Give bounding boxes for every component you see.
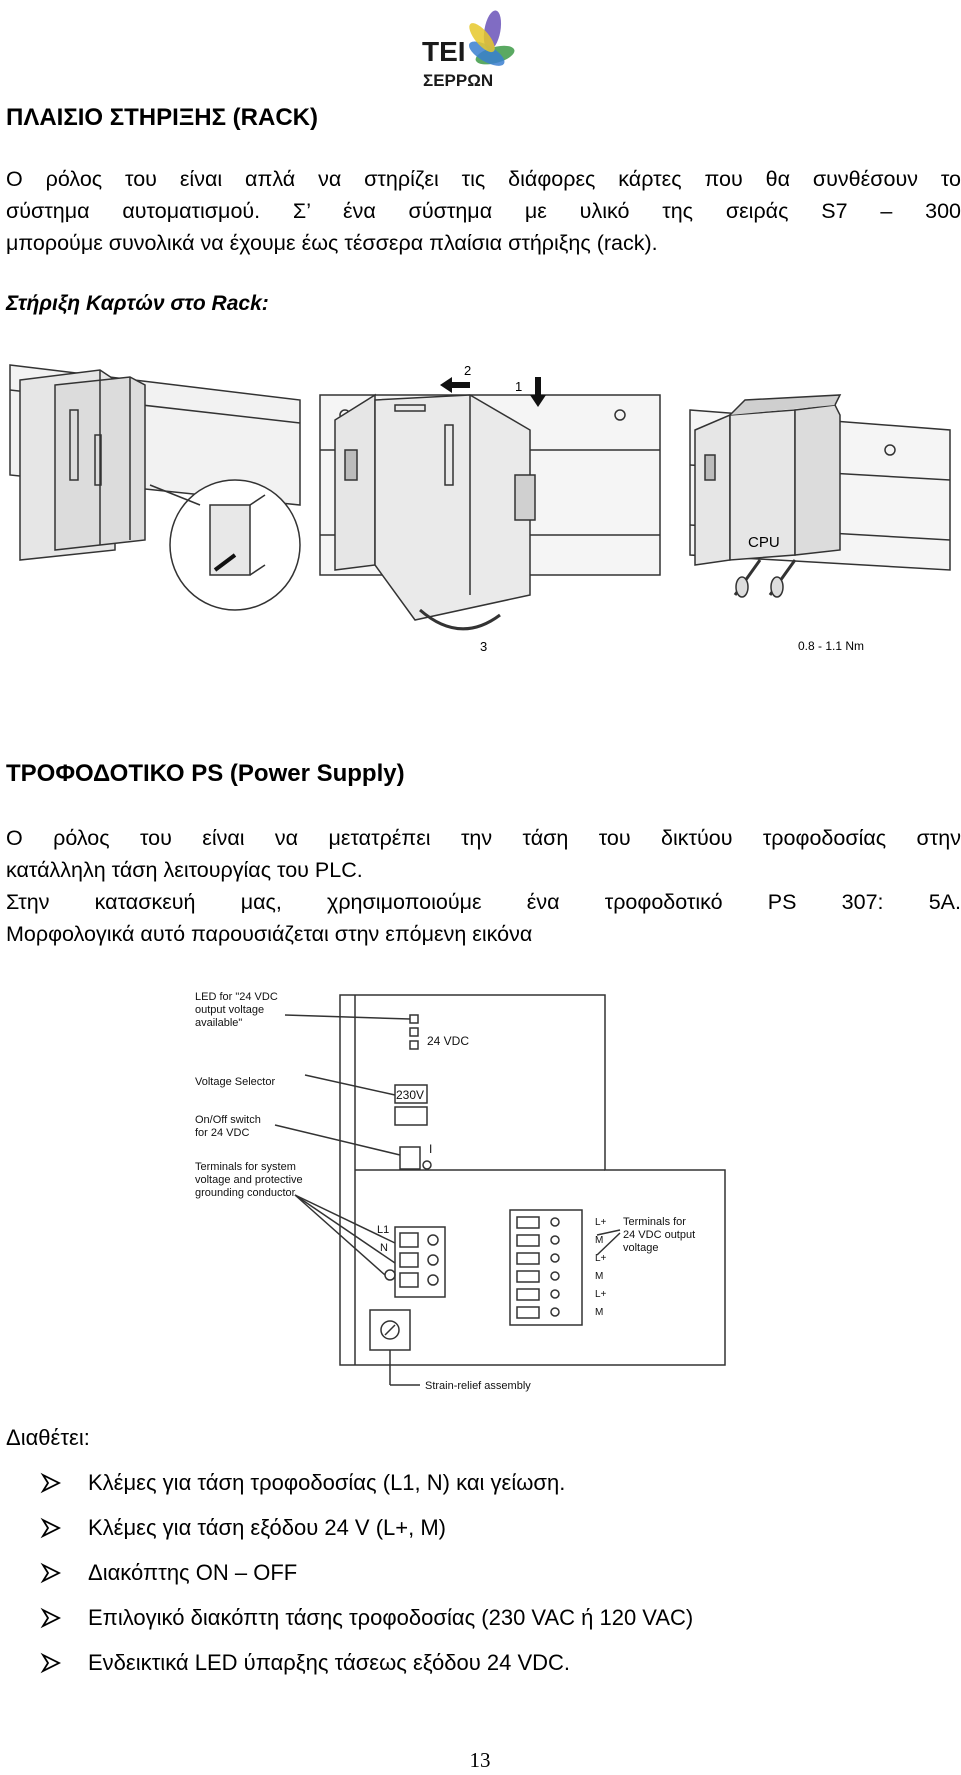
ps-paragraph-line: Μορφολογικά αυτό παρουσιάζεται στην επόμ…	[6, 922, 533, 946]
cpu-label: CPU	[748, 534, 780, 551]
list-item: Κλέμες για τάση τροφοδοσίας (L1, N) και …	[40, 1466, 693, 1511]
out-term-label: L+	[595, 1289, 607, 1300]
list-item: Διακόπτης ON – OFF	[40, 1556, 693, 1601]
vdc-label: 24 VDC	[427, 1034, 469, 1048]
terminals-out-label-line: Terminals for	[623, 1216, 686, 1228]
l1-label: L1	[377, 1224, 389, 1236]
bullet-arrow-icon	[40, 1511, 88, 1549]
ps-paragraph: Ο ρόλος του είναι να μετατρέπει την τάση…	[6, 822, 961, 950]
list-item-text: Επιλογικό διακόπτη τάσης τροφοδοσίας (23…	[88, 1605, 694, 1630]
voltage-selector-label: Voltage Selector	[195, 1076, 275, 1088]
features-intro: Διαθέτει:	[6, 1425, 90, 1450]
rack-paragraph-line: σύστημα αυτοματισμού. Σ’ ένα σύστημα με …	[6, 199, 961, 223]
teiser-logo: ΤΕΙ ΣΕΡΡΩΝ	[422, 10, 515, 90]
rack-paragraph-line: Ο ρόλος του είναι απλά να στηρίζει τις δ…	[6, 167, 961, 191]
rack-mounting-figure: 2 1 3 CPU 0.8 - 1.1 Nm	[9, 363, 951, 654]
list-item: Κλέμες για τάση εξόδου 24 V (L+, M)	[40, 1511, 693, 1556]
out-term-label: L+	[595, 1253, 607, 1264]
list-item-text: Κλέμες για τάση εξόδου 24 V (L+, M)	[88, 1515, 447, 1540]
step-1-label: 1	[515, 379, 522, 394]
ps-heading: ΤΡΟΦΟΔΟΤΙΚΟ PS (Power Supply)	[6, 760, 405, 787]
list-item-text: Διακόπτης ON – OFF	[88, 1560, 298, 1585]
list-item-text: Ενδεικτικά LED ύπαρξης τάσεως εξόδου 24 …	[88, 1650, 571, 1675]
led-label-line: LED for "24 VDC	[195, 991, 278, 1003]
out-term-label: M	[595, 1271, 603, 1282]
out-term-label: M	[595, 1235, 603, 1246]
bullet-arrow-icon	[40, 1556, 88, 1594]
strain-relief-label: Strain-relief assembly	[425, 1380, 531, 1392]
logo-text-tei: ΤΕΙ	[422, 36, 466, 67]
logo-text-serron: ΣΕΡΡΩΝ	[423, 71, 493, 90]
list-item-text: Κλέμες για τάση τροφοδοσίας (L1, N) και …	[88, 1470, 566, 1495]
switch-on-label: I	[429, 1142, 432, 1156]
step-3-label: 3	[480, 639, 487, 654]
onoff-label-line: On/Off switch	[195, 1114, 261, 1126]
terminals-label-line: Terminals for system	[195, 1161, 296, 1173]
list-item: Ενδεικτικά LED ύπαρξης τάσεως εξόδου 24 …	[40, 1646, 693, 1691]
bullet-arrow-icon	[40, 1466, 88, 1504]
rack-heading: ΠΛΑΙΣΙΟ ΣΤΗΡΙΞΗΣ (RACK)	[6, 104, 318, 131]
out-term-label: L+	[595, 1217, 607, 1228]
ps-paragraph-line: κατάλληλη τάση λειτουργίας του PLC.	[6, 858, 363, 882]
v230-label: 230V	[396, 1088, 424, 1102]
ps-paragraph-line: Ο ρόλος του είναι να μετατρέπει την τάση…	[6, 826, 961, 850]
torque-label: 0.8 - 1.1 Nm	[798, 639, 864, 653]
terminals-label-line: voltage and protective	[195, 1174, 303, 1186]
led-label-line: output voltage	[195, 1004, 264, 1016]
features-list: Κλέμες για τάση τροφοδοσίας (L1, N) και …	[40, 1466, 693, 1691]
bullet-arrow-icon	[40, 1646, 88, 1684]
bullet-arrow-icon	[40, 1601, 88, 1639]
terminals-out-label-line: voltage	[623, 1242, 658, 1254]
out-term-label: M	[595, 1307, 603, 1318]
step-2-label: 2	[464, 363, 471, 378]
list-item: Επιλογικό διακόπτη τάσης τροφοδοσίας (23…	[40, 1601, 693, 1646]
ps-paragraph-line: Στην κατασκευή μας, χρησιμοποιούμε ένα τ…	[6, 890, 961, 914]
terminals-out-label-line: 24 VDC output	[623, 1229, 695, 1241]
rack-paragraph-line: μπορούμε συνολικά να έχουμε έως τέσσερα …	[6, 231, 658, 255]
power-supply-figure: LED for "24 VDC output voltage available…	[195, 985, 726, 1395]
rack-subheading: Στήριξη Καρτών στο Rack:	[6, 292, 269, 315]
page-number: 13	[469, 1748, 491, 1772]
terminals-label-line: grounding conductor	[195, 1187, 296, 1199]
onoff-label-line: for 24 VDC	[195, 1127, 249, 1139]
led-label-line: available"	[195, 1017, 242, 1029]
n-label: N	[380, 1242, 388, 1254]
rack-paragraph: Ο ρόλος του είναι απλά να στηρίζει τις δ…	[6, 163, 961, 259]
